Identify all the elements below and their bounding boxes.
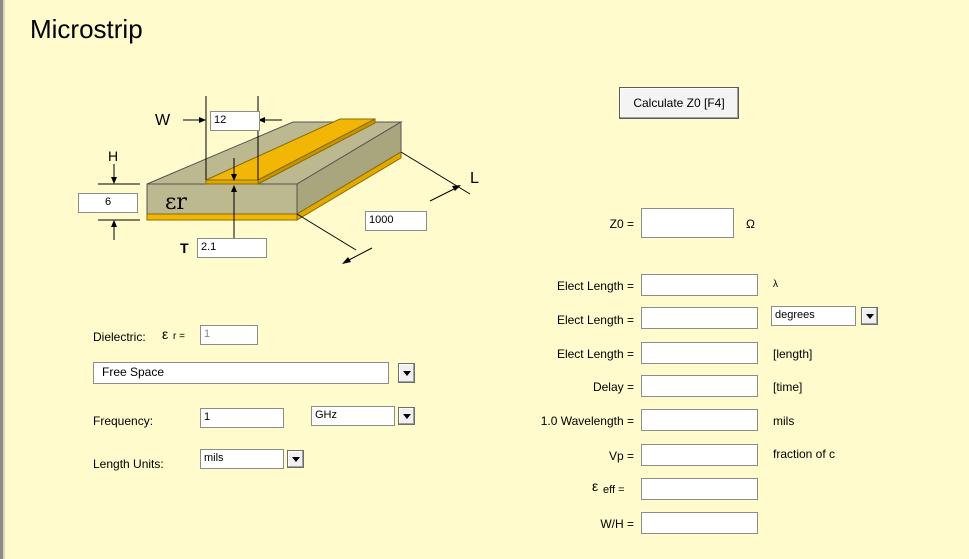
- frequency-label: Frequency:: [93, 414, 154, 428]
- vp-label: Vp =: [608, 449, 634, 463]
- dielectric-dropdown-button[interactable]: [398, 363, 415, 383]
- time-unit-label: [time]: [773, 380, 803, 394]
- length-units-select[interactable]: mils: [200, 449, 284, 469]
- h-input[interactable]: 6: [78, 193, 138, 213]
- page-title: Microstrip: [30, 14, 143, 44]
- elect-length-1-label: Elect Length =: [556, 279, 634, 293]
- microstrip-diagram: [98, 96, 471, 264]
- t-label: T: [180, 240, 189, 256]
- elect-length-1-output: [641, 274, 758, 296]
- eeff-sub-label: eff =: [603, 484, 625, 496]
- window-left-border: [0, 0, 3, 559]
- frequency-unit-dropdown-button[interactable]: [398, 407, 415, 425]
- length-unit-label: [length]: [773, 347, 813, 361]
- eeff-output: [641, 478, 758, 500]
- wavelength-unit-label: mils: [773, 414, 795, 428]
- lambda-unit: λ: [773, 279, 778, 290]
- delay-label: Delay =: [592, 380, 634, 394]
- vp-output: [641, 444, 758, 466]
- substrate-front-face: [146, 183, 298, 215]
- z0-label: Z0 =: [609, 217, 634, 231]
- ohm-symbol: Ω: [746, 217, 755, 231]
- strip-front: [205, 179, 259, 185]
- z0-output: [641, 208, 734, 238]
- delay-output: [641, 375, 758, 397]
- wh-output: [641, 512, 758, 534]
- vp-unit-label: fraction of c: [773, 447, 836, 461]
- length-units-label: Length Units:: [93, 457, 164, 471]
- l-dim-back: [400, 151, 471, 195]
- frequency-unit-select[interactable]: GHz: [311, 406, 395, 426]
- ground-plane-side: [296, 151, 402, 221]
- elect-length-2-label: Elect Length =: [556, 313, 634, 327]
- frequency-input[interactable]: 1: [200, 408, 284, 428]
- degrees-dropdown-button[interactable]: [861, 307, 878, 325]
- wavelength-label: 1.0 Wavelength =: [540, 414, 634, 428]
- elect-length-2-output: [641, 307, 758, 329]
- elect-length-3-label: Elect Length =: [556, 347, 634, 361]
- er-symbol: ε: [162, 326, 169, 342]
- elect-length-3-output: [641, 342, 758, 364]
- strip-side: [257, 118, 376, 185]
- dielectric-label: Dielectric:: [93, 330, 146, 344]
- h-label: H: [108, 148, 119, 164]
- w-label: W: [155, 112, 171, 129]
- eeff-symbol: ε: [592, 478, 599, 494]
- er-input[interactable]: 1: [200, 325, 258, 345]
- wh-label: W/H =: [600, 517, 634, 531]
- er-diagram-label: εr: [165, 190, 187, 215]
- dielectric-material-select[interactable]: Free Space: [93, 362, 389, 384]
- l-input[interactable]: 1000: [365, 211, 427, 231]
- w-input[interactable]: 12: [210, 111, 260, 131]
- l-dim-front: [296, 213, 357, 251]
- calculate-z0-button[interactable]: Calculate Z0 [F4]: [619, 87, 739, 119]
- degrees-unit-select[interactable]: degrees: [771, 306, 856, 326]
- l-label: L: [470, 170, 479, 187]
- t-input[interactable]: 2.1: [197, 238, 267, 258]
- length-units-dropdown-button[interactable]: [287, 450, 304, 468]
- er-sub-label: r =: [173, 331, 185, 342]
- wavelength-output: [641, 409, 758, 431]
- window-left-border-inner: [3, 0, 5, 559]
